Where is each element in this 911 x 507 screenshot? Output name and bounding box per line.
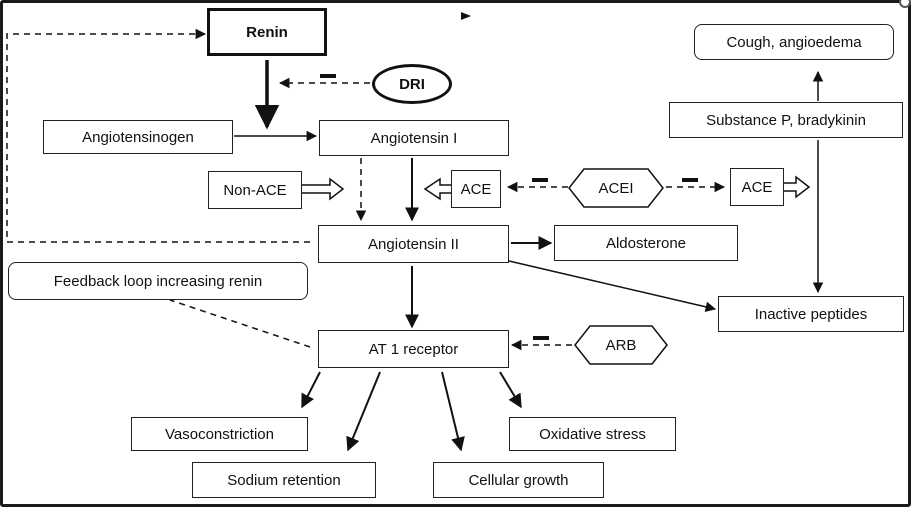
oxidative-stress-label: Oxidative stress (539, 425, 646, 443)
oxidative-stress-node: Oxidative stress (509, 417, 676, 451)
angiotensin-2-node: Angiotensin II (318, 225, 509, 263)
vasoconstriction-label: Vasoconstriction (165, 425, 274, 443)
ace-left-node: ACE (451, 170, 501, 208)
aldosterone-label: Aldosterone (605, 234, 687, 252)
vasoconstriction-node: Vasoconstriction (131, 417, 308, 451)
acei-node: ACEI (568, 168, 664, 208)
sodium-retention-label: Sodium retention (227, 471, 341, 489)
non-ace-label: Non-ACE (223, 181, 287, 199)
angiotensinogen-label: Angiotensinogen (82, 128, 194, 146)
dri-node: DRI (372, 64, 452, 104)
acei-label: ACEI (598, 179, 634, 197)
cough-label: Cough, angioedema (726, 33, 862, 51)
dri-inhibition-bar (320, 74, 336, 78)
arb-label: ARB (605, 336, 637, 354)
acei-left-inhibition-bar (532, 178, 548, 182)
non-ace-hollow-arrow (299, 177, 345, 201)
cough-node: Cough, angioedema (694, 24, 894, 60)
substance-p-node: Substance P, bradykinin (669, 102, 903, 138)
corner-circle-icon (899, 0, 911, 8)
angiotensin-1-node: Angiotensin I (319, 120, 509, 156)
cellular-growth-node: Cellular growth (433, 462, 604, 498)
renin-label: Renin (246, 23, 288, 41)
arrow-ang2-to-inactive (508, 260, 717, 312)
feedback-loop-node: Feedback loop increasing renin (8, 262, 308, 300)
dri-label: DRI (399, 75, 425, 93)
angiotensinogen-node: Angiotensinogen (43, 120, 233, 154)
arrow-at1-to-vasoconstriction (301, 371, 321, 409)
acei-right-inhibition-bar (682, 178, 698, 182)
inactive-peptides-node: Inactive peptides (718, 296, 904, 332)
play-icon (461, 12, 471, 20)
angiotensin-1-label: Angiotensin I (370, 129, 458, 147)
non-ace-node: Non-ACE (208, 171, 302, 209)
ace-right-node: ACE (730, 168, 784, 206)
ace-left-hollow-arrow (423, 177, 453, 201)
at1-receptor-node: AT 1 receptor (318, 330, 509, 368)
arb-node: ARB (574, 325, 668, 365)
substance-p-label: Substance P, bradykinin (706, 111, 866, 129)
feedback-loop-label: Feedback loop increasing renin (53, 272, 263, 290)
angiotensin-2-label: Angiotensin II (368, 235, 459, 253)
arb-inhibition-bar (533, 336, 549, 340)
aldosterone-node: Aldosterone (554, 225, 738, 261)
ace-right-hollow-arrow (782, 175, 811, 199)
ace-left-label: ACE (460, 180, 492, 198)
arrow-at1-to-cellular (441, 371, 465, 452)
ace-right-label: ACE (741, 178, 773, 196)
at1-receptor-label: AT 1 receptor (368, 340, 459, 358)
arrow-at1-to-oxidative (499, 371, 522, 409)
inactive-peptides-label: Inactive peptides (754, 305, 868, 323)
sodium-retention-node: Sodium retention (192, 462, 376, 498)
feedback-link-at1 (169, 299, 311, 348)
cellular-growth-label: Cellular growth (468, 471, 569, 489)
arb-hexagon-shape (574, 325, 668, 365)
feedback-dashed-loop (6, 28, 310, 243)
acei-hexagon-shape (568, 168, 664, 208)
arrow-at1-to-sodium (346, 371, 381, 452)
renin-node: Renin (207, 8, 327, 56)
